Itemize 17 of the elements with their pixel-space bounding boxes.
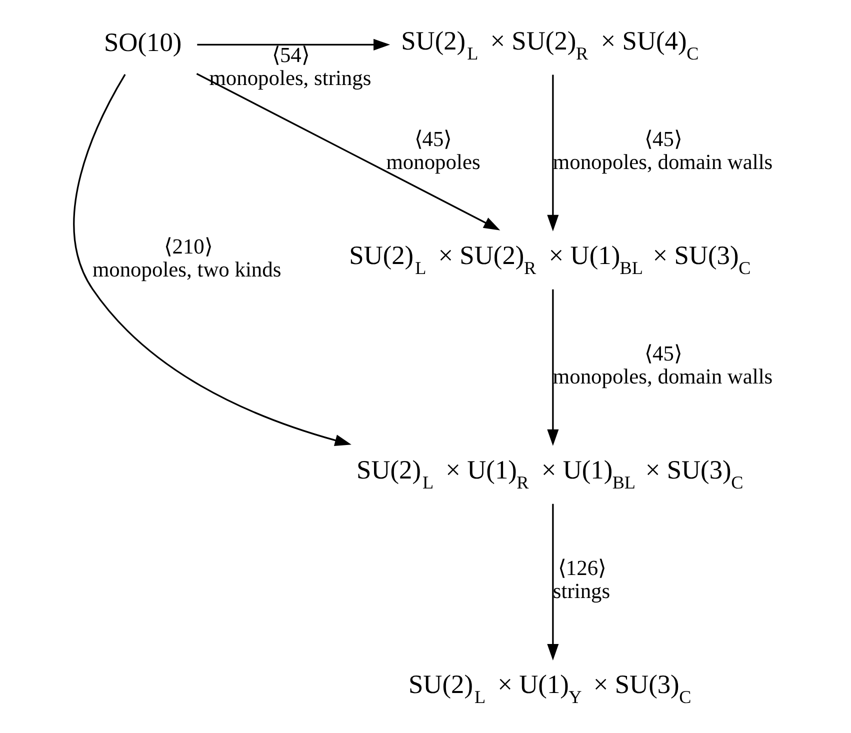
edge-label: ⟨45⟩ monopoles [386, 126, 480, 174]
edge-label: ⟨54⟩ monopoles, strings [209, 42, 372, 90]
edge-label: ⟨210⟩ monopoles, two kinds [92, 234, 282, 282]
node-text: SU(2)$_{L}$ × U(1)$_{Y}$ × SU(3)$_{C}$ [408, 668, 692, 707]
arrow [547, 74, 559, 232]
edge-label: ⟨45⟩ monopoles, domain walls [552, 126, 773, 174]
node-text: SU(2)$_{L}$ × SU(2)$_{R}$ × U(1)$_{BL}$ × SU(3)$_{C}$ [349, 240, 751, 278]
arrow [197, 38, 390, 50]
arrow [196, 72, 500, 230]
arrow [73, 74, 352, 446]
arrow [547, 504, 559, 660]
node-text: SU(2)$_{L}$ × SU(2)$_{R}$ × SU(4)$_{C}$ [401, 25, 699, 64]
node-text: SU(2)$_{L}$ × U(1)$_{R}$ × U(1)$_{BL}$ × SU(3)$_{C}$ [356, 454, 744, 492]
edge-label: ⟨126⟩ strings [552, 556, 610, 604]
node-text: SO(10) [104, 26, 182, 57]
edge-label: ⟨45⟩ monopoles, domain walls [552, 342, 773, 389]
arrow [547, 289, 559, 446]
